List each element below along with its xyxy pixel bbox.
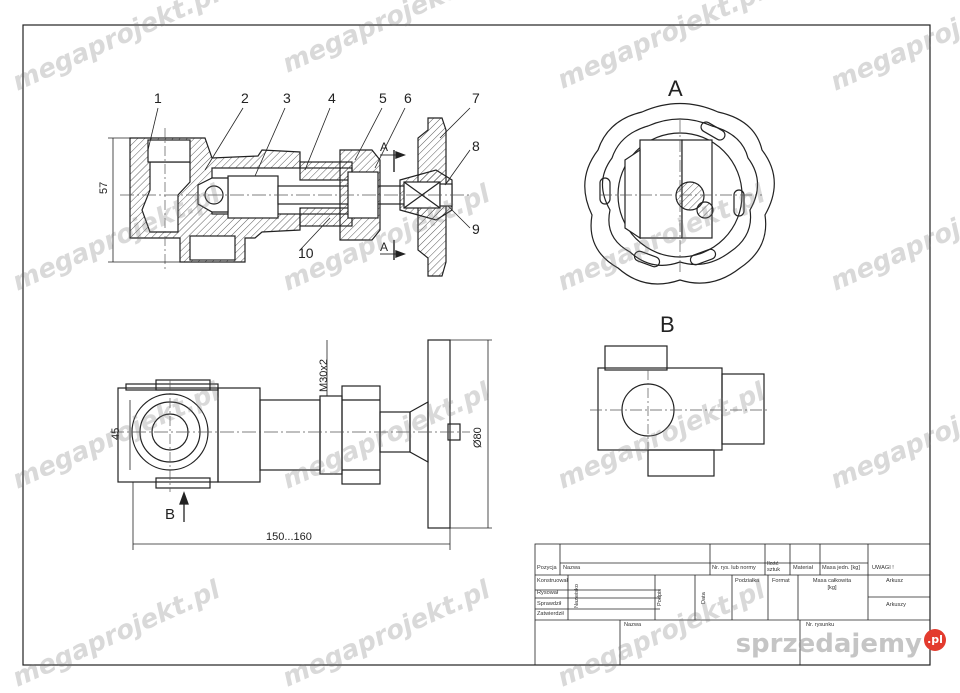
part-1-label: 1 <box>154 90 162 106</box>
tb-arkusz: Arkusz <box>886 578 904 584</box>
brand-badge-icon: .pl <box>924 629 946 651</box>
dim-diameter-text: Ø80 <box>472 427 484 448</box>
tb-zatwierdzil: Zatwierdził <box>537 611 564 617</box>
part-3-label: 3 <box>283 90 291 106</box>
section-arrows <box>380 150 406 260</box>
tb-pozycja: Pozycja <box>537 565 557 571</box>
tb-ilosc: Ilość sztuk <box>767 561 781 573</box>
part-6-label: 6 <box>404 90 412 106</box>
sheet-frame <box>22 24 931 666</box>
dim-45-text: 45 <box>110 427 122 440</box>
part-8-label: 8 <box>472 138 480 154</box>
part-2-label: 2 <box>241 90 249 106</box>
front-dims <box>129 339 492 550</box>
tb-arkuszy: Arkuszy <box>886 602 906 608</box>
tb-uwagi: UWAGI ! <box>872 565 894 571</box>
tb-konstruowal: Konstruował <box>537 578 568 584</box>
brand-watermark: sprzedajemy.pl <box>736 629 946 659</box>
tb-masa-jedn: Masa jedn. [kg] <box>822 565 860 571</box>
tb-nazwa: Nazwa <box>563 565 581 571</box>
view-b <box>597 345 765 477</box>
tb-nr-rys: Nr. rys. lub normy <box>712 565 756 571</box>
title-block-grid <box>534 543 931 666</box>
part-7-label: 7 <box>472 90 480 106</box>
view-a <box>584 103 775 285</box>
tb-nazwisko: Nazwisko <box>574 584 580 608</box>
tb-nazwa-bottom: Nazwa <box>624 622 642 628</box>
part-10-label: 10 <box>298 245 314 261</box>
view-a-title: A <box>668 76 683 101</box>
section-marker-top: A <box>380 140 389 154</box>
section-marker-bottom: A <box>380 240 389 254</box>
tb-podzialka: Podziałka <box>735 578 760 584</box>
part-5-label: 5 <box>379 90 387 106</box>
view-b-title: B <box>660 312 675 337</box>
tb-data: Data <box>701 592 707 604</box>
view-b-arrow <box>179 491 189 522</box>
part-4-label: 4 <box>328 90 336 106</box>
view-b-arrow-label: B <box>165 506 176 523</box>
tb-rysowal: Rysował <box>537 590 559 596</box>
tb-material: Materiał <box>793 565 813 571</box>
tb-format: Format <box>772 578 790 584</box>
dim-57-text: 57 <box>98 181 110 194</box>
dim-thread-text: M30x2 <box>318 358 330 392</box>
tb-nr-rysunku: Nr. rysunku <box>806 622 835 628</box>
brand-text: sprzedajemy <box>735 629 922 659</box>
part-leaders <box>147 107 471 251</box>
dim-57-lines <box>108 137 180 263</box>
tb-masa-calkowita: Masa całkowita [kg] <box>812 578 852 591</box>
dim-length-text: 150...160 <box>266 531 312 543</box>
drawing-sheet: 1 2 3 4 5 6 7 8 9 10 A A A B B 57 45 M30… <box>8 0 960 693</box>
part-9-label: 9 <box>472 221 480 237</box>
tb-podpis: Podpis <box>657 588 663 606</box>
technical-drawing <box>22 24 931 666</box>
drawing-labels: 1 2 3 4 5 6 7 8 9 10 A A A B B 57 45 M30… <box>98 76 683 543</box>
tb-sprawdzil: Sprawdził <box>537 601 562 607</box>
